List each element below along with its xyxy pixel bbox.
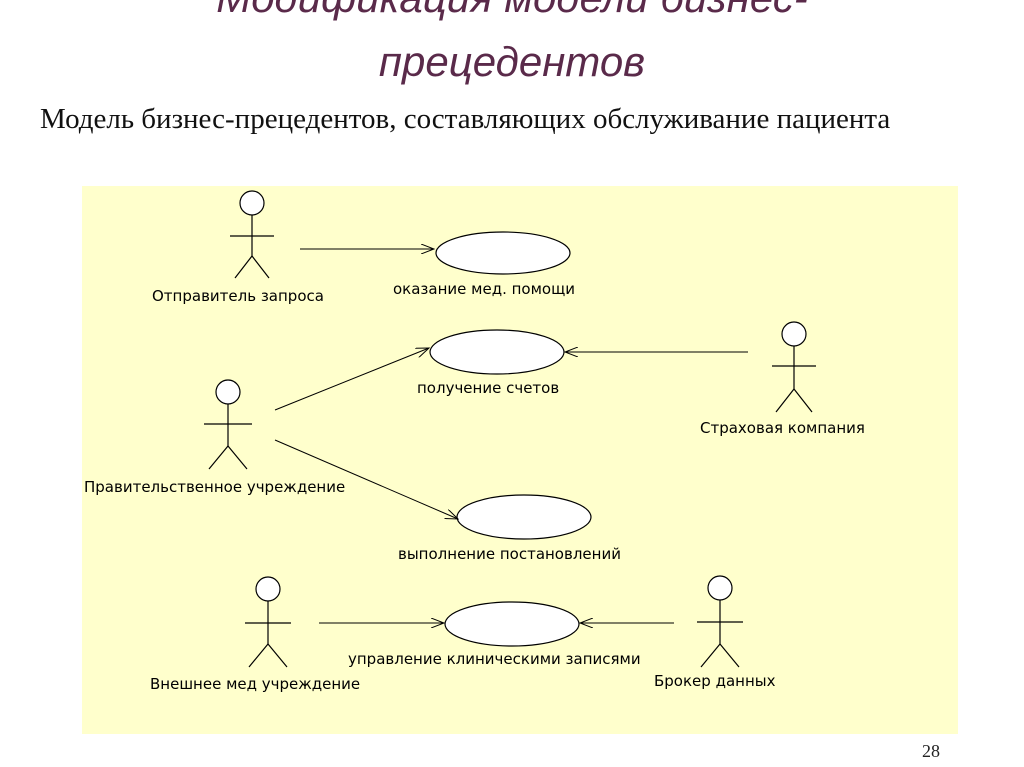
use-case-clinical-records xyxy=(444,601,580,647)
use-case-regulations xyxy=(456,494,592,540)
association-government-billing xyxy=(274,348,429,411)
actor-label-government: Правительственное учреждение xyxy=(84,478,345,496)
slide-title-line1: Модификация модели бизнес- xyxy=(0,0,1024,22)
association-government-regulations xyxy=(274,439,458,519)
actor-label-insurance: Страховая компания xyxy=(700,419,865,437)
use-case-diagram: Отправитель запроса Правительственное уч… xyxy=(82,186,958,734)
use-case-label-clinical-records: управление клиническими записями xyxy=(348,650,641,668)
actor-external-medical xyxy=(245,576,291,668)
use-case-label-billing: получение счетов xyxy=(417,379,559,397)
diagram-canvas: Отправитель запроса Правительственное уч… xyxy=(84,190,865,693)
actor-label-external-medical: Внешнее мед учреждение xyxy=(150,675,360,693)
actor-government xyxy=(204,379,252,470)
use-case-label-medical-care: оказание мед. помощи xyxy=(393,280,575,298)
use-case-billing xyxy=(429,329,565,375)
use-case-label-regulations: выполнение постановлений xyxy=(398,545,621,563)
slide-subtitle: Модель бизнес-прецедентов, составляющих … xyxy=(40,103,891,135)
page-number: 28 xyxy=(922,741,940,761)
use-case-medical-care xyxy=(435,231,571,275)
actor-label-requester: Отправитель запроса xyxy=(152,287,324,305)
actor-insurance xyxy=(772,321,816,413)
slide-title-line2: прецедентов xyxy=(378,38,646,85)
actor-data-broker xyxy=(697,575,743,668)
actor-requester xyxy=(230,190,274,279)
actor-label-data-broker: Брокер данных xyxy=(654,672,776,690)
